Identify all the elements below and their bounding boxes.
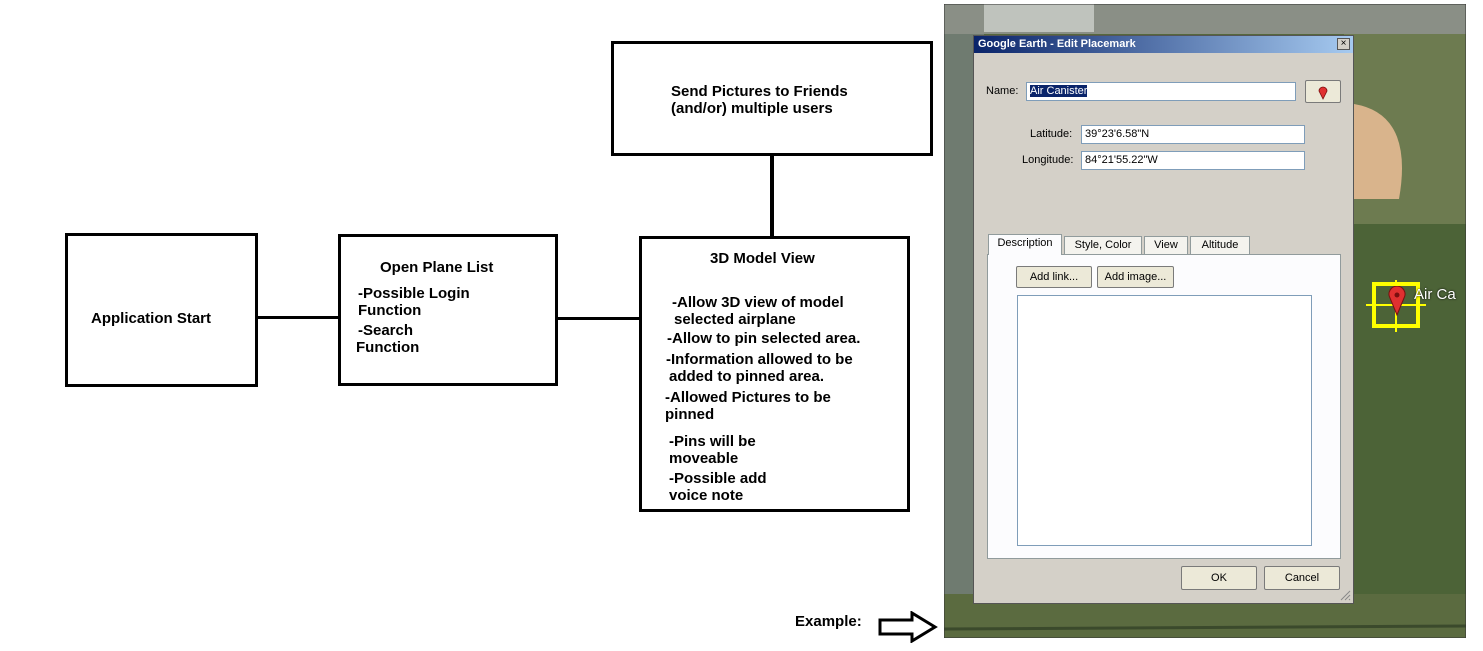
- node-line: Function: [358, 302, 422, 319]
- node-3d-model-view: 3D Model View -Allow 3D view of model se…: [639, 236, 910, 512]
- cancel-button[interactable]: Cancel: [1264, 566, 1340, 590]
- node-application-start: Application Start: [65, 233, 258, 387]
- node-line: -Allow to pin selected area.: [667, 330, 861, 347]
- arrow-right-icon: [878, 611, 938, 643]
- node-line: pinned: [665, 406, 715, 423]
- node-line: -Allow 3D view of model: [672, 294, 844, 311]
- node-line: moveable: [669, 450, 739, 467]
- name-input-value: Air Canister: [1030, 85, 1088, 97]
- description-textarea[interactable]: [1017, 295, 1312, 546]
- longitude-input[interactable]: 84°21'55.22"W: [1081, 151, 1305, 170]
- resize-grip-icon[interactable]: [1339, 589, 1351, 601]
- edge-start-to-list: [257, 316, 339, 319]
- ok-button[interactable]: OK: [1181, 566, 1257, 590]
- node-line: added to pinned area.: [669, 368, 825, 385]
- node-line: -Pins will be: [669, 433, 756, 450]
- dialog-title[interactable]: Google Earth - Edit Placemark: [974, 36, 1353, 53]
- tab-altitude[interactable]: Altitude: [1190, 236, 1250, 255]
- node-title: Open Plane List: [380, 259, 494, 276]
- tab-view[interactable]: View: [1144, 236, 1188, 255]
- node-line: voice note: [669, 487, 744, 504]
- placemark-label: Air Ca: [1414, 286, 1456, 303]
- close-icon[interactable]: ×: [1337, 38, 1350, 50]
- edge-list-to-model: [557, 317, 640, 320]
- node-send-pictures: Send Pictures to Friends (and/or) multip…: [611, 41, 933, 156]
- node-line: -Possible add: [669, 470, 767, 487]
- add-image-button[interactable]: Add image...: [1097, 266, 1174, 288]
- tab-style-color[interactable]: Style, Color: [1064, 236, 1142, 255]
- longitude-label: Longitude:: [1022, 154, 1074, 166]
- name-label: Name:: [986, 85, 1019, 97]
- map-pin-icon[interactable]: [1388, 286, 1406, 316]
- edit-placemark-dialog: Google Earth - Edit Placemark × Name: Ai…: [973, 35, 1354, 604]
- node-line: -Allowed Pictures to be: [665, 389, 831, 406]
- node-line: Send Pictures to Friends: [671, 83, 848, 100]
- name-input[interactable]: Air Canister: [1026, 82, 1296, 101]
- map-pin-icon: [1318, 86, 1328, 100]
- tab-description[interactable]: Description: [988, 234, 1062, 255]
- add-link-button[interactable]: Add link...: [1016, 266, 1092, 288]
- node-line: (and/or) multiple users: [671, 100, 833, 117]
- placemark-icon-button[interactable]: [1305, 80, 1341, 103]
- edge-model-to-send: [770, 155, 774, 237]
- example-label: Example:: [795, 613, 862, 630]
- node-line: selected airplane: [674, 311, 796, 328]
- node-line: -Search: [358, 322, 414, 339]
- node-title: 3D Model View: [710, 250, 815, 267]
- node-open-plane-list: Open Plane List -Possible Login Function…: [338, 234, 558, 386]
- node-line: -Information allowed to be: [666, 351, 853, 368]
- node-label: Application Start: [91, 310, 212, 327]
- latitude-input[interactable]: 39°23'6.58"N: [1081, 125, 1305, 144]
- description-tab-panel: Add link... Add image...: [987, 254, 1341, 559]
- latitude-label: Latitude:: [1030, 128, 1073, 140]
- node-line: Function: [356, 339, 420, 356]
- node-line: -Possible Login: [358, 285, 470, 302]
